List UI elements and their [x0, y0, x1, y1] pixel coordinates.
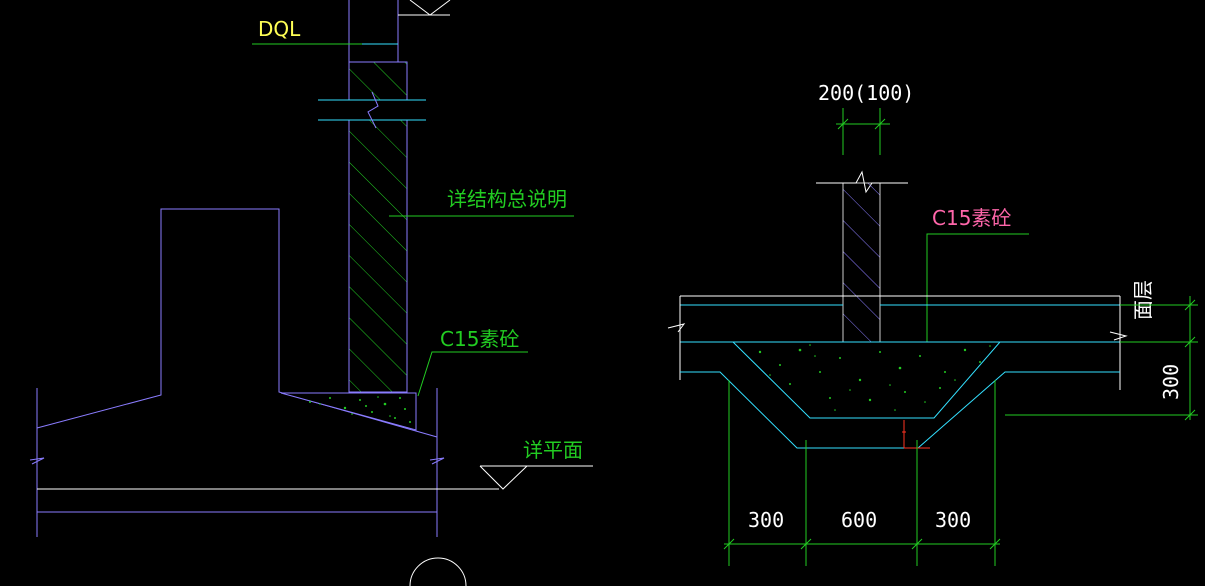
left-footing-section: DQL 详结构总说明 C15素砼 [29, 0, 593, 586]
depth-tick-1 [1184, 299, 1196, 311]
wall-section-lower [348, 119, 408, 393]
ground-face-label: 面层 [1131, 280, 1155, 320]
svg-text:300: 300 [1159, 364, 1183, 400]
c15-left-label: C15素砼 [440, 327, 519, 351]
depth-tick-2 [1184, 336, 1196, 348]
c15-pad-left [280, 392, 417, 431]
width-tick-left [837, 118, 849, 130]
dql-label: DQL [258, 17, 301, 41]
dim-right-300-label: 300 [935, 508, 971, 532]
bottom-tick-2 [800, 538, 812, 550]
wall-section-upper [348, 61, 408, 101]
dim-mid-600-label: 600 [841, 508, 877, 532]
c15-right-label: C15素砼 [932, 206, 1011, 230]
see-general-notes-label: 详结构总说明 [447, 187, 567, 211]
depth-tick-3 [1184, 409, 1196, 421]
right-foundation-section: 200(100) C15素砼 [667, 81, 1198, 566]
width-tick-right [874, 118, 886, 130]
red-mark [902, 420, 930, 449]
break-mark-right [429, 457, 445, 465]
see-plan-label: 详平面 [523, 438, 583, 462]
c15-left-leader [417, 351, 528, 397]
bottom-tick-1 [723, 538, 735, 550]
concrete-speckle-left [309, 396, 411, 423]
concrete-fill [731, 341, 1002, 419]
width-dimension-label: 200(100) [818, 81, 914, 105]
depth-dimension-label: 300 [1159, 364, 1183, 400]
trench-outer-outline [680, 371, 1120, 449]
bottom-tick-3 [911, 538, 923, 550]
see-plan-marker [479, 465, 593, 490]
break-mark-slab-right [1109, 331, 1128, 341]
svg-text:面层: 面层 [1131, 280, 1155, 320]
section-circle-partial [409, 557, 467, 586]
break-symbol [367, 91, 379, 129]
dim-left-300-label: 300 [748, 508, 784, 532]
c15-right-leader [926, 233, 1029, 375]
elevation-marker-top [398, 0, 451, 16]
break-mark-left [29, 457, 45, 465]
concrete-speckle-right [758, 344, 991, 411]
break-mark-slab-left [667, 323, 686, 333]
bottom-tick-4 [989, 538, 1001, 550]
wall-section-right [842, 182, 881, 343]
